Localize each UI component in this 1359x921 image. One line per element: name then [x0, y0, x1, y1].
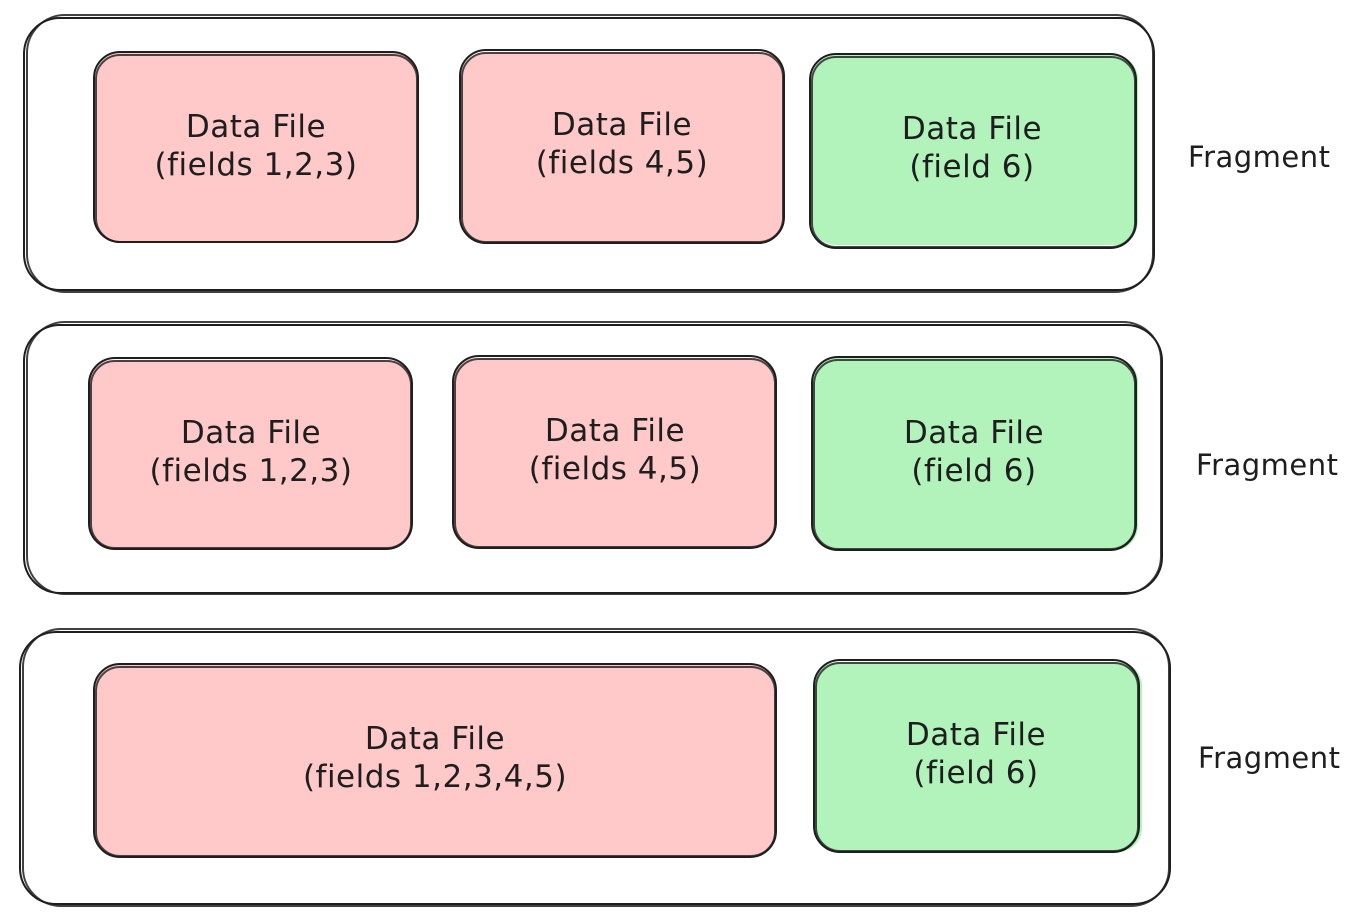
data-file-fields: (field 6): [911, 453, 1036, 489]
data-file-fields: (fields 1,2,3,4,5): [303, 759, 567, 795]
data-file-box: Data File (fields 1,2,3): [88, 357, 413, 550]
data-file-fields: (fields 1,2,3): [155, 147, 358, 183]
data-file-box: Data File (field 6): [813, 659, 1142, 853]
data-file-title: Data File: [902, 111, 1042, 147]
fragment-3-border-sketch: [22, 628, 1170, 907]
data-file-title: Data File: [904, 415, 1044, 451]
data-file-box: Data File (fields 4,5): [452, 355, 777, 549]
data-file-box: Data File (fields 4,5): [459, 49, 785, 244]
data-file-box: Data File (fields 1,2,3,4,5): [93, 663, 777, 858]
data-file-title: Data File: [552, 107, 692, 143]
data-file-title: Data File: [545, 413, 685, 449]
data-file-fields: (fields 4,5): [529, 451, 701, 487]
data-file-fields: (fields 4,5): [536, 145, 708, 181]
data-file-box: Data File (field 6): [809, 53, 1138, 249]
fragment-1-border-sketch: [26, 14, 1154, 293]
fragment-1: Data File (fields 1,2,3) Data File (fiel…: [23, 14, 1331, 293]
data-file-fields: (field 6): [909, 149, 1034, 185]
data-file-box: Data File (field 6): [811, 356, 1138, 551]
data-file-box: Data File (fields 1,2,3): [93, 51, 419, 243]
data-file-fields: (fields 1,2,3): [150, 453, 353, 489]
fragment-label: Fragment: [1188, 140, 1331, 174]
data-file-title: Data File: [181, 415, 321, 451]
fragment-3: Data File (fields 1,2,3,4,5) Data File (…: [19, 628, 1341, 907]
fragment-2-border-sketch: [26, 321, 1162, 595]
data-file-title: Data File: [186, 109, 326, 145]
fragment-label: Fragment: [1196, 448, 1339, 482]
data-file-title: Data File: [906, 717, 1046, 753]
fragment-2: Data File (fields 1,2,3) Data File (fiel…: [23, 321, 1339, 595]
data-file-fields: (field 6): [913, 755, 1038, 791]
data-file-title: Data File: [365, 721, 505, 757]
fragment-label: Fragment: [1198, 741, 1341, 775]
